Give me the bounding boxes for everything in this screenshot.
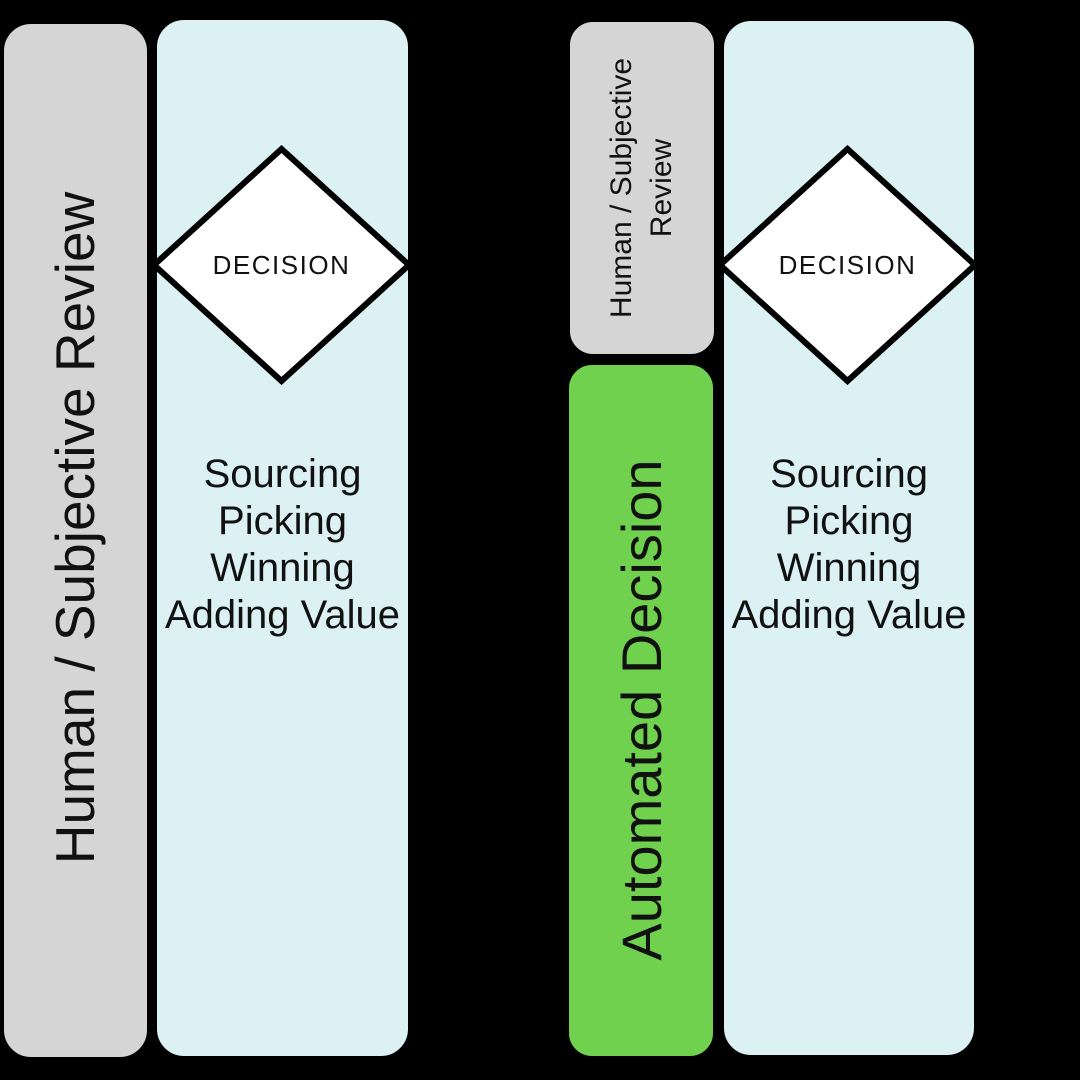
human-review-pill-left <box>1 21 150 1060</box>
decision-label-left: DECISION <box>212 249 351 280</box>
activity-item: Adding Value <box>731 593 967 637</box>
decision-diamond-right: DECISION <box>716 145 979 385</box>
automated-decision-label: Automated Decision <box>609 459 673 961</box>
human-review-label-line1: Human / Subjective <box>605 57 638 319</box>
activity-item: Picking <box>218 499 347 543</box>
activity-item: Winning <box>210 546 355 590</box>
human-review-label-line2: Review <box>645 138 678 238</box>
activity-item: Sourcing <box>203 452 362 496</box>
human-review-label-right: Human / Subjective Review <box>567 23 717 353</box>
diamond-shape-icon <box>716 145 979 385</box>
activity-item: Winning <box>776 546 922 590</box>
activities-list-left: Sourcing Picking Winning Adding Value <box>154 451 411 639</box>
activities-list-right: Sourcing Picking Winning Adding Value <box>721 451 977 639</box>
activity-item: Adding Value <box>165 593 400 637</box>
automated-decision-pill <box>566 362 716 1059</box>
human-review-pill-right <box>567 19 717 357</box>
human-review-label-left: Human / Subjective Review <box>44 191 106 865</box>
decision-label-right: DECISION <box>778 249 917 280</box>
activity-item: Sourcing <box>770 452 928 496</box>
diamond-shape-icon <box>150 145 413 385</box>
decision-diamond-left: DECISION <box>150 145 413 385</box>
activity-item: Picking <box>784 499 914 543</box>
